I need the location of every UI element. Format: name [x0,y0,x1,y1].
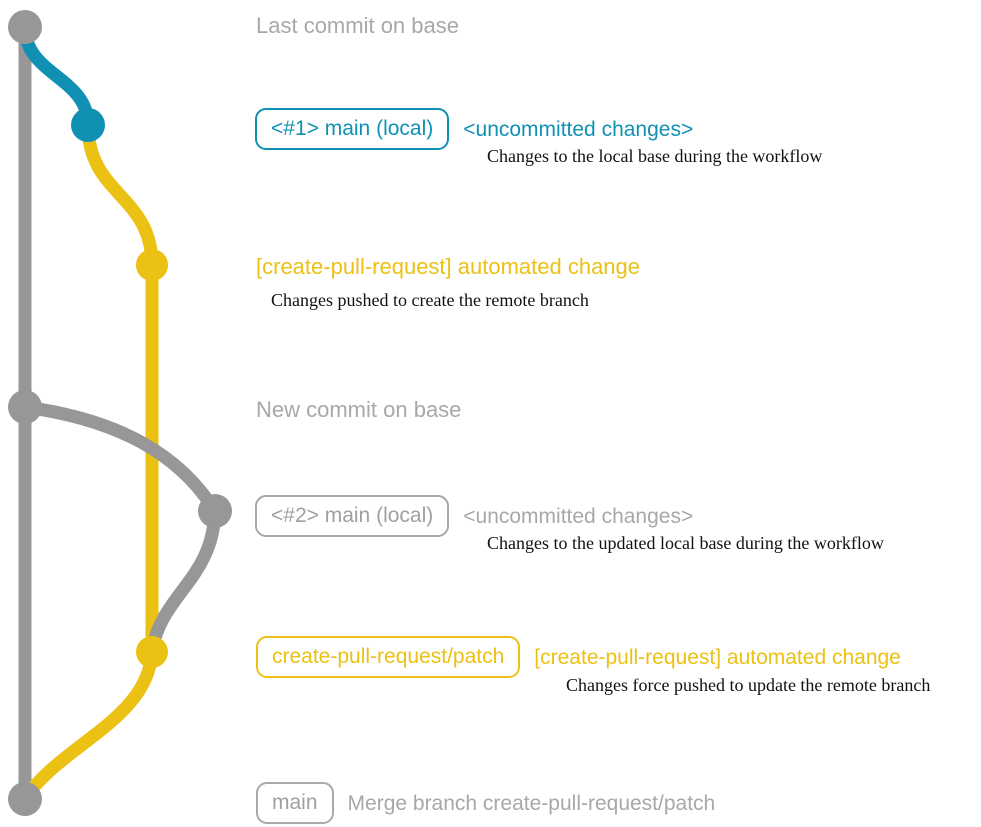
entry-local-uncommitted-2: <#2> main (local) <uncommitted changes> [255,495,693,537]
ref-pill-create-pull-request-patch[interactable]: create-pull-request/patch [256,636,521,678]
body-local-uncommitted-2: Changes to the updated local base during… [487,533,884,553]
ref-pill-main-local-2[interactable]: <#2> main (local) [255,495,450,537]
headline-remote-create: [create-pull-request] automated change [256,254,641,279]
edge-local2-to-force-push [145,504,222,659]
ref-pill-main-local-1[interactable]: <#1> main (local) [255,108,450,150]
node-base-last-commit[interactable] [8,10,42,44]
headline-last-commit-on-base: Last commit on base [256,13,459,38]
node-local-uncommitted-2[interactable] [198,494,232,528]
subject-local-uncommitted-1: <uncommitted changes> [463,117,694,141]
entry-remote-force-push: create-pull-request/patch [create-pull-r… [256,636,901,678]
entry-base-merge: main Merge branch create-pull-request/pa… [256,782,715,824]
node-remote-create[interactable] [136,249,168,281]
subject-remote-force-push: [create-pull-request] automated change [534,645,901,669]
headline-new-commit-on-base: New commit on base [256,397,462,422]
node-local-uncommitted-1[interactable] [71,108,105,142]
subject-local-uncommitted-2: <uncommitted changes> [463,504,694,528]
body-local-uncommitted-1: Changes to the local base during the wor… [487,146,823,166]
node-remote-force-push[interactable] [136,636,168,668]
node-base-merge[interactable] [8,782,42,816]
ref-pill-main[interactable]: main [256,782,334,824]
body-remote-create: Changes pushed to create the remote bran… [271,290,589,310]
entry-local-uncommitted-1: <#1> main (local) <uncommitted changes> [255,108,693,150]
node-base-new-commit[interactable] [8,390,42,424]
edge-local1-to-remote-create [81,118,159,272]
subject-base-merge: Merge branch create-pull-request/patch [347,791,716,815]
edge-base2-to-local2 [18,400,222,518]
edge-force-push-to-merge [18,645,159,806]
body-remote-force-push: Changes force pushed to update the remot… [566,675,931,695]
